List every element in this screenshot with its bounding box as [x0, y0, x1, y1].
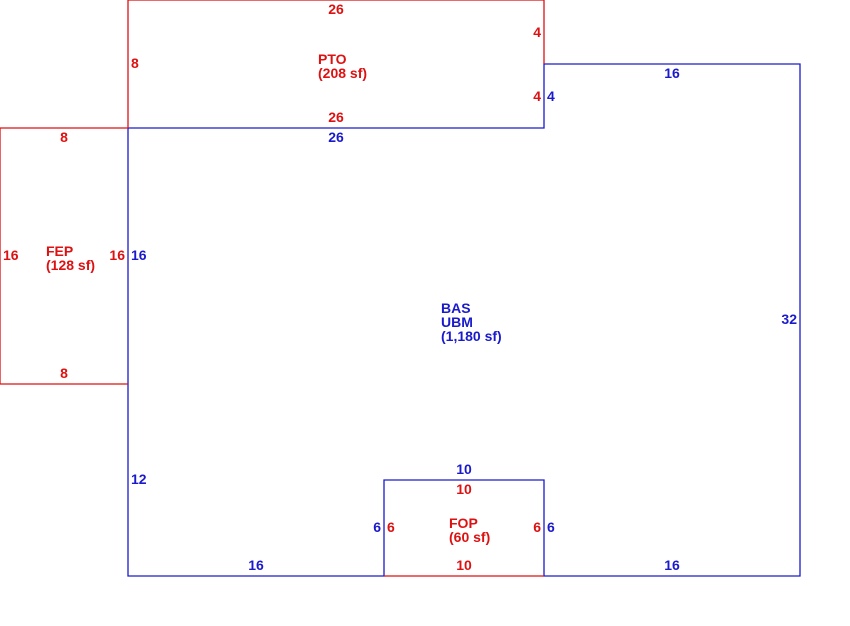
dim-fep-top: 8	[60, 129, 68, 145]
dim-bas-top: 26	[328, 129, 344, 145]
dim-bas-notch-left: 6	[373, 519, 381, 535]
dim-pto-right-lower: 4	[533, 88, 541, 104]
pto-outline	[127, 0, 545, 128]
dim-fop-left: 6	[387, 519, 395, 535]
dim-pto-left: 8	[131, 55, 139, 71]
bas-code2: UBM	[441, 314, 473, 330]
dim-bas-top-right: 16	[664, 65, 680, 81]
bas-code: BAS	[441, 300, 471, 316]
fep-area: (128 sf)	[46, 257, 95, 273]
fop-code: FOP	[449, 515, 478, 531]
dim-bas-step: 4	[547, 88, 555, 104]
fep-code: FEP	[46, 243, 73, 259]
dim-pto-bottom: 26	[328, 109, 344, 125]
fop-area: (60 sf)	[449, 529, 490, 545]
dim-bas-left-upper: 16	[131, 247, 147, 263]
dim-bas-notch-top: 10	[456, 461, 472, 477]
dim-fop-right: 6	[533, 519, 541, 535]
dim-fop-bottom: 10	[456, 557, 472, 573]
dim-fep-bottom: 8	[60, 365, 68, 381]
dim-fep-right: 16	[109, 247, 125, 263]
dim-bas-right: 32	[781, 311, 797, 327]
dim-pto-top: 26	[328, 1, 344, 17]
dim-bas-left-lower: 12	[131, 471, 147, 487]
bas-area: (1,180 sf)	[441, 328, 502, 344]
pto-code: PTO	[318, 51, 347, 67]
dim-bas-bottom-left: 16	[248, 557, 264, 573]
pto-area: (208 sf)	[318, 65, 367, 81]
dim-pto-right-upper: 4	[533, 24, 541, 40]
fep-outline	[0, 127, 128, 385]
dim-bas-bottom-right: 16	[664, 557, 680, 573]
dim-fep-left: 16	[3, 247, 19, 263]
dim-bas-notch-right: 6	[547, 519, 555, 535]
dim-fop-top: 10	[456, 481, 472, 497]
